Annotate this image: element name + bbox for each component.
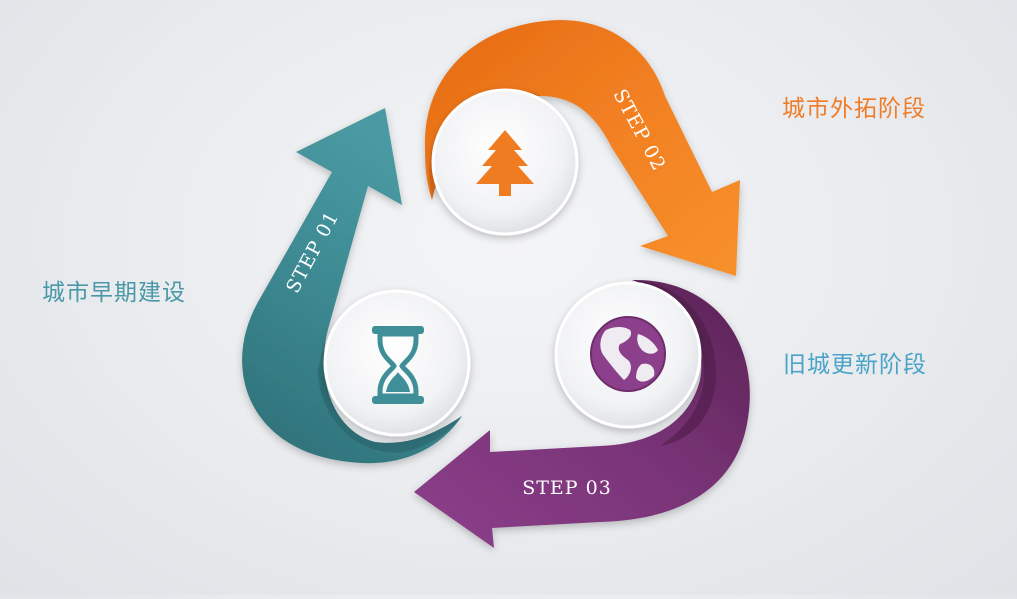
step-01-circle (323, 289, 471, 437)
stage-label-expansion: 城市外拓阶段 (782, 96, 926, 122)
step-03-arrow (414, 279, 750, 548)
step-03-label: STEP 03 (522, 477, 612, 499)
stage-label-renewal: 旧城更新阶段 (783, 352, 927, 378)
stage-label-early-construction: 城市早期建设 (42, 280, 186, 306)
hourglass-icon (372, 326, 424, 404)
step-01-arrow (242, 108, 462, 464)
globe-icon (590, 316, 666, 392)
tree-icon (476, 130, 534, 196)
